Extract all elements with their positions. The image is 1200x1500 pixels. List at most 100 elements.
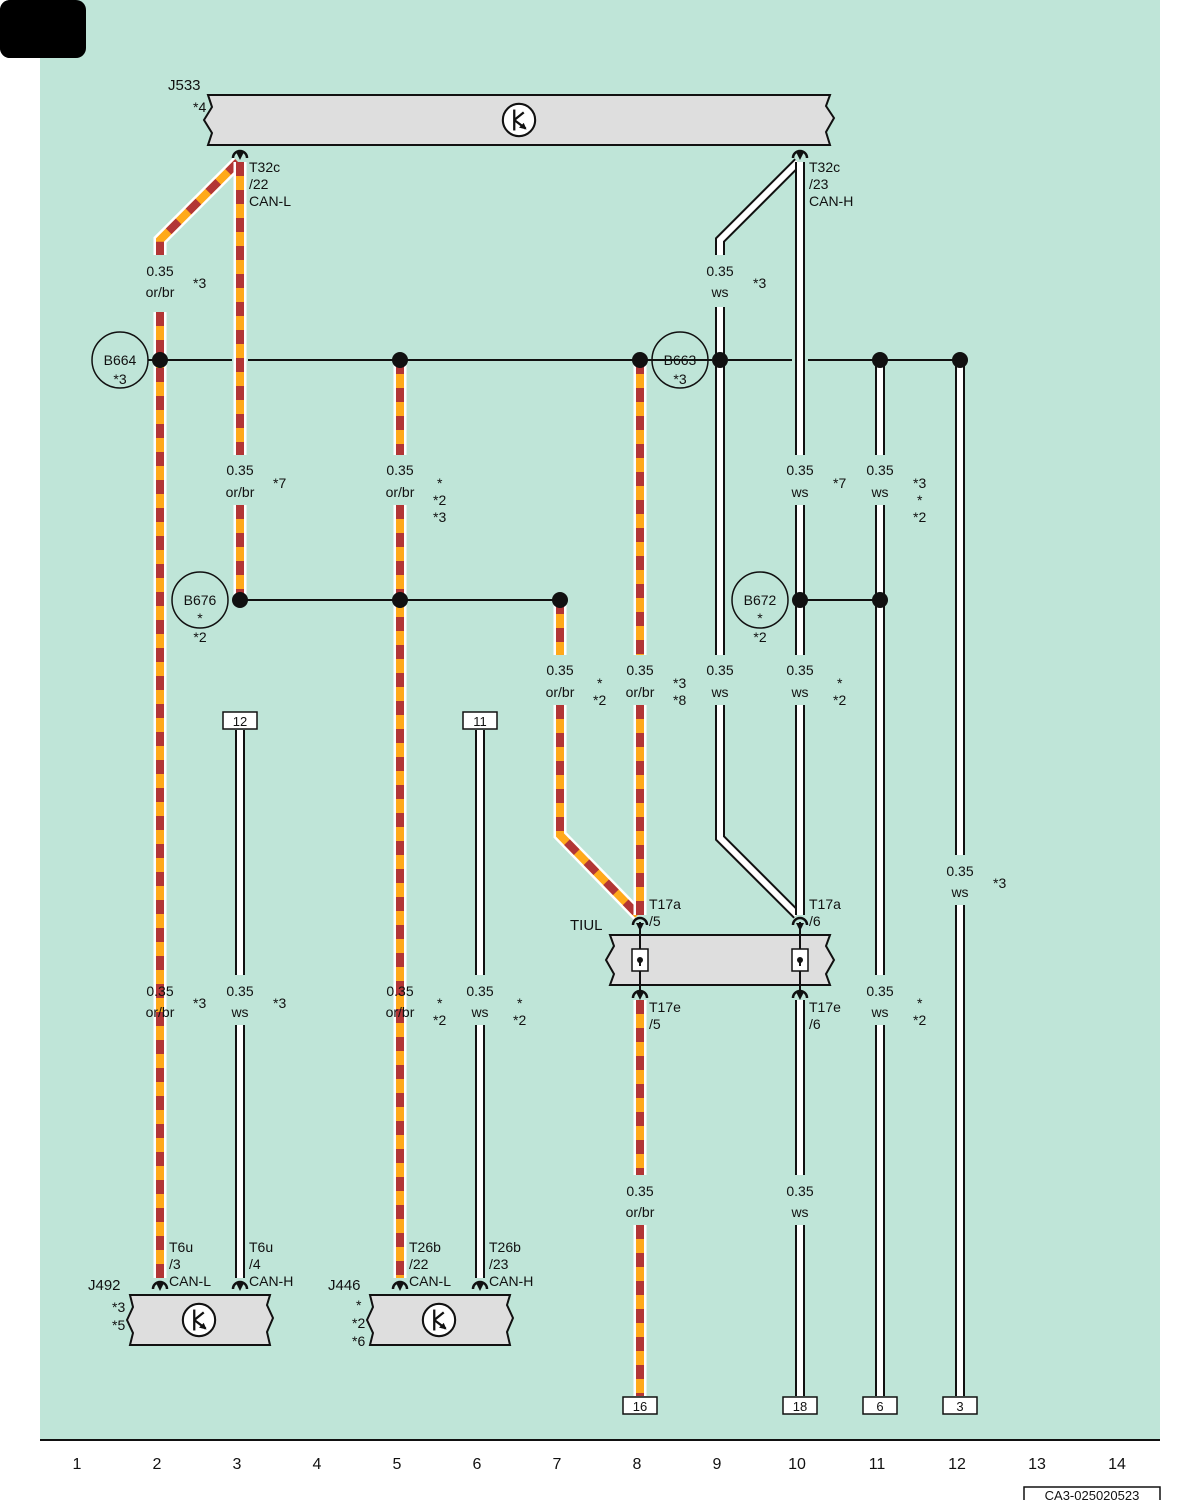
j533-note: *4 (193, 99, 206, 115)
pin-number: /5 (649, 1016, 661, 1032)
wire-note: *2 (913, 509, 926, 525)
j446-note-1: * (356, 1297, 362, 1313)
pin-marker (791, 916, 809, 931)
pin-conn: T17a (649, 896, 681, 912)
wire-note: * (517, 995, 523, 1011)
reference-box-12[interactable]: 12 (222, 711, 258, 730)
junction-node (232, 592, 248, 608)
splice-b676[interactable]: B676 * *2 (171, 571, 229, 645)
j446-note-2: *2 (352, 1315, 365, 1331)
pin-marker (391, 1280, 409, 1291)
wire-labels: 0.35 or/br *3 0.35 ws *3 0.35 or/br *7 0… (146, 263, 1007, 1220)
svg-text:*2: *2 (193, 629, 206, 645)
splice-b672[interactable]: B672 * *2 (731, 571, 789, 645)
svg-text:*3: *3 (673, 371, 686, 387)
splice-b664[interactable]: B664 *3 (91, 331, 149, 389)
pin-conn: T26b (489, 1239, 521, 1255)
j492-note-2: *5 (112, 1317, 125, 1333)
wire-color: or/br (626, 1204, 655, 1220)
junction-node (552, 592, 568, 608)
pin-markers (151, 149, 809, 1291)
pin-number: /22 (249, 176, 269, 192)
pin-labels: T32c /22 CAN-L T32c /23 CAN-H T17a /5 T1… (169, 159, 853, 1289)
reference-box-6[interactable]: 6 (862, 1396, 898, 1415)
pin-conn: T26b (409, 1239, 441, 1255)
j492-label: J492 (88, 1277, 121, 1294)
svg-text:*3: *3 (113, 371, 126, 387)
pin-marker (471, 1280, 489, 1291)
svg-text:*: * (197, 610, 203, 626)
column-number: 3 (233, 1456, 242, 1473)
j492-note-1: *3 (112, 1299, 125, 1315)
j446-label: J446 (328, 1277, 361, 1294)
pin-conn: T6u (169, 1239, 193, 1255)
module-j492[interactable]: J492 *3 *5 (88, 1277, 275, 1346)
diagram-background (40, 0, 1160, 1440)
drawing-code: CA3-025020523 (1045, 1488, 1140, 1500)
column-number: 2 (153, 1456, 162, 1473)
wire-note: * (597, 675, 603, 691)
wire-note: *3 (273, 995, 286, 1011)
junction-node (872, 592, 888, 608)
svg-text:3: 3 (956, 1399, 963, 1414)
column-numbers: 1 2 3 4 5 6 7 8 9 10 11 12 13 14 (73, 1456, 1126, 1473)
reference-box-18[interactable]: 18 (782, 1396, 818, 1415)
wire-note: * (437, 995, 443, 1011)
pin-conn: T6u (249, 1239, 273, 1255)
wire-color: or/br (146, 1004, 175, 1020)
junction-node (632, 352, 648, 368)
wire-note: * (437, 475, 443, 491)
column-number: 7 (553, 1456, 562, 1473)
wire-size: 0.35 (866, 983, 893, 999)
wire-note: *8 (673, 692, 686, 708)
svg-text:16: 16 (633, 1399, 647, 1414)
wire-size: 0.35 (786, 1183, 813, 1199)
wire-note: * (837, 675, 843, 691)
junction-node (392, 352, 408, 368)
junction-node (152, 352, 168, 368)
column-number: 13 (1028, 1456, 1046, 1473)
junction-node (792, 592, 808, 608)
j446-note-3: *6 (352, 1333, 365, 1349)
wire-note: * (917, 995, 923, 1011)
module-tiul[interactable]: TIUL (570, 917, 836, 998)
wire-color: or/br (386, 484, 415, 500)
pin-conn: T32c (249, 159, 280, 175)
wire-note: *7 (273, 475, 286, 491)
column-number: 11 (869, 1456, 886, 1473)
svg-text:12: 12 (233, 714, 247, 729)
module-j446[interactable]: J446 * *2 *6 (328, 1277, 515, 1349)
pin-number: /6 (809, 1016, 821, 1032)
svg-text:B664: B664 (104, 352, 137, 368)
wire-color: ws (950, 884, 968, 900)
wire-note: *3 (193, 995, 206, 1011)
junction-node (712, 352, 728, 368)
junction-node (872, 352, 888, 368)
column-number: 8 (633, 1456, 642, 1473)
reference-box-3[interactable]: 3 (942, 1396, 978, 1415)
module-j533[interactable]: J533 *4 (168, 77, 836, 146)
wire-size: 0.35 (626, 662, 653, 678)
pin-marker (791, 149, 809, 160)
can-gateway-icon (501, 102, 537, 138)
wire-note: *2 (593, 692, 606, 708)
wire-size: 0.35 (706, 662, 733, 678)
pin-conn: T17e (809, 999, 841, 1015)
tiul-label: TIUL (570, 917, 603, 934)
reference-box-16[interactable]: 16 (622, 1396, 658, 1415)
wire-color: ws (710, 684, 728, 700)
pin-signal: CAN-L (409, 1273, 451, 1289)
wires (153, 157, 965, 1396)
wire-size: 0.35 (386, 462, 413, 478)
column-number: 4 (313, 1456, 322, 1473)
reference-box-11[interactable]: 11 (462, 711, 498, 730)
pin-signal: CAN-H (809, 193, 853, 209)
pin-conn: T32c (809, 159, 840, 175)
pin-number: /6 (809, 913, 821, 929)
splice-b663[interactable]: B663 *3 (651, 331, 709, 389)
wire-color: ws (790, 684, 808, 700)
svg-text:B676: B676 (184, 592, 217, 608)
junction-node (392, 592, 408, 608)
wire-color: ws (790, 484, 808, 500)
column-number: 5 (393, 1456, 402, 1473)
